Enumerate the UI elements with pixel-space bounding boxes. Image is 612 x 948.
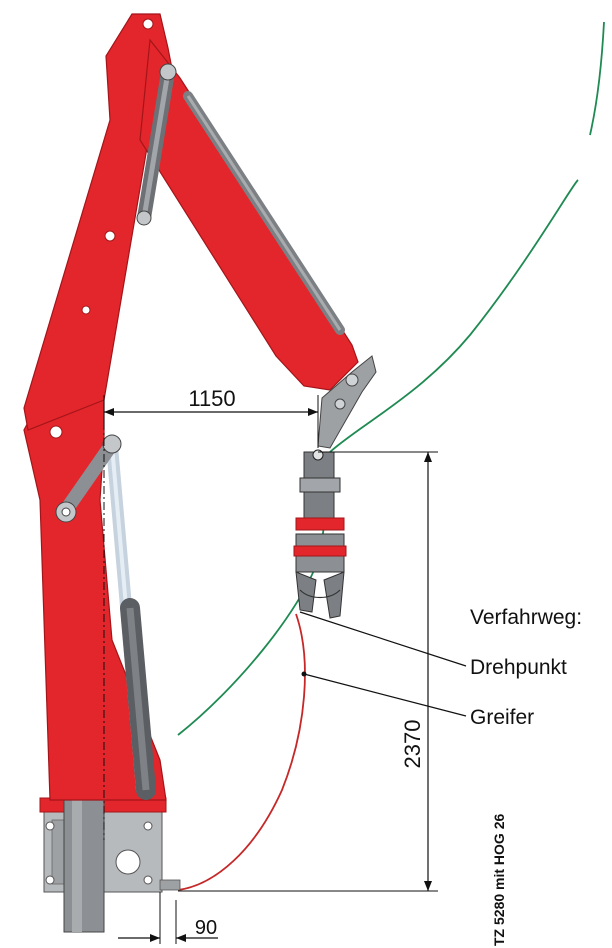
boom-hole [104,230,116,242]
dimension-reach: 1150 [103,386,319,840]
pivot-label: Drehpunkt [470,656,567,679]
boom-hole [81,305,91,315]
dimension-offset-label: 90 [195,917,217,939]
pivot-travel-path-top [589,21,605,136]
dimension-height-label: 2370 [400,720,425,769]
lift-cylinder [106,440,156,800]
boom-cylinder-upper [136,63,177,226]
boom-hole [49,425,63,439]
model-label: TZ 5280 mit HOG 26 [491,814,507,946]
pivot-callout: Drehpunkt [299,611,567,679]
travel-label: Verfahrweg: [470,606,582,629]
main-boom [23,13,179,431]
dimension-offset: 90 [118,892,218,944]
gripper-label: Greifer [470,706,534,729]
dimension-height: 2370 [178,451,438,892]
outer-boom [139,38,359,391]
boom-tip [317,355,377,449]
gripper-callout: Greifer [301,671,534,729]
gripper [293,533,347,619]
rotator [295,449,345,531]
boom-hole [142,18,154,30]
gripper-travel-path [177,613,306,891]
dimension-reach-label: 1150 [188,386,235,411]
outer-cylinder [183,91,345,335]
